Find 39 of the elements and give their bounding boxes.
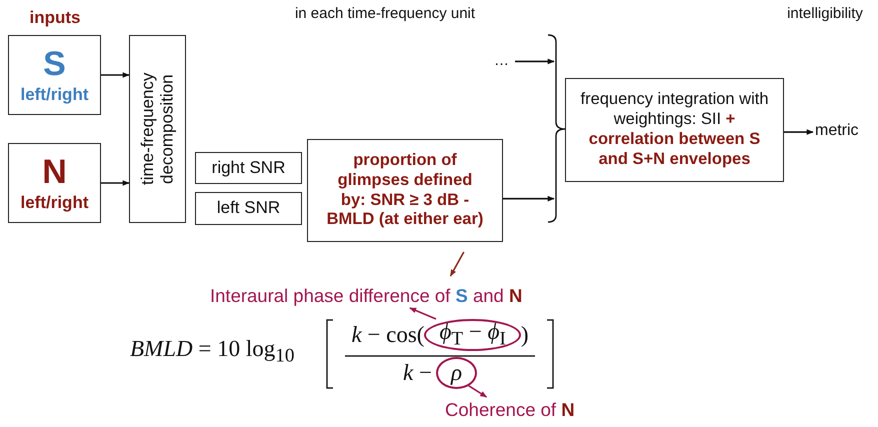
process-label: proportion of glimpses defined by: SNR ≥ 3 dB - BMLD (at either ear): [326, 150, 484, 230]
highlight-ellipse: [424, 319, 521, 351]
denominator-text: k −: [403, 360, 432, 386]
leader-arrow: [450, 252, 464, 277]
process-box: [8, 143, 101, 223]
process-box: [565, 78, 784, 182]
arrow: [101, 180, 130, 186]
process-label: frequency integration with weightings: SII + correlation between S and S+N envelopes: [579, 90, 770, 170]
process-box: [129, 35, 186, 223]
channel-label: left/right: [20, 193, 90, 214]
heading-text: intelligibility: [787, 5, 863, 22]
ellipsis-text: …: [494, 52, 509, 69]
arrow: [101, 72, 130, 78]
arrow: [784, 129, 814, 135]
heading-text: inputs: [30, 8, 80, 28]
output-label: metric: [815, 122, 859, 140]
arrow: [515, 58, 555, 64]
formula-symbol: ϕ$_{T}$ − ϕ$_{I}$: [439, 319, 506, 351]
numerator-text: k − cos(: [351, 322, 424, 348]
signal-letter: N: [41, 152, 68, 194]
process-box: [195, 152, 302, 184]
formula-symbol: ρ: [450, 360, 462, 386]
signal-letter: S: [42, 44, 67, 86]
equation-text: BMLD = 10 log$_{10}$: [130, 336, 294, 368]
channel-label: left/right: [20, 85, 90, 106]
leader-arrow: [409, 307, 436, 320]
annotation-text: Coherence of N: [445, 399, 575, 421]
process-label: time-frequency decomposition: [138, 72, 178, 188]
process-box: [195, 192, 302, 225]
process-box: [307, 139, 503, 242]
box-label: right SNR: [210, 158, 286, 178]
leader-arrow: [468, 385, 488, 398]
annotation-text: Interaural phase difference of S and N: [210, 285, 522, 307]
process-box: [8, 35, 101, 115]
arrow: [503, 196, 555, 202]
box-label: left SNR: [216, 198, 282, 219]
highlight-ellipse: [436, 357, 477, 389]
numerator-text: ): [520, 322, 529, 348]
heading-text: in each time-frequency unit: [294, 5, 476, 22]
